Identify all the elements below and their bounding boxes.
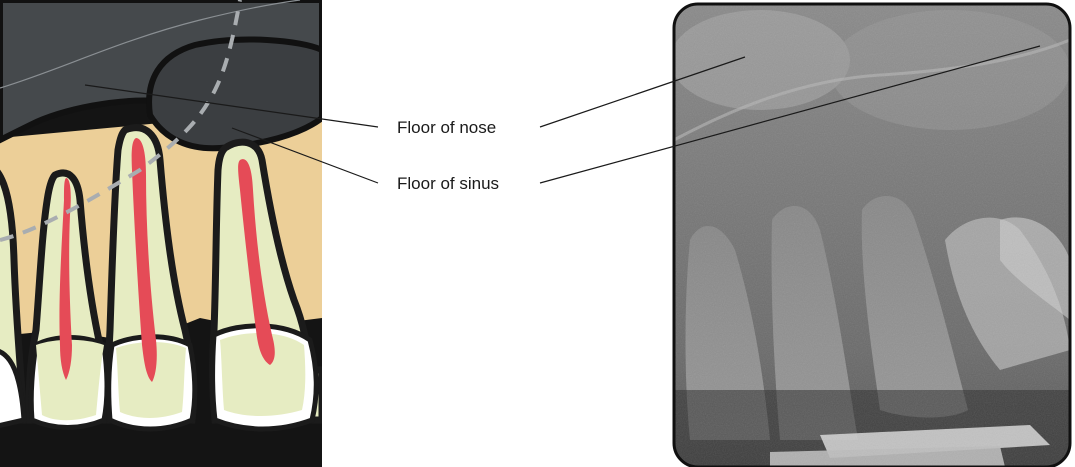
radiograph [670, 4, 1070, 467]
label-floor-of-nose: Floor of nose [397, 118, 496, 137]
schematic-illustration [0, 0, 322, 467]
maxillary-sinus [149, 40, 322, 149]
label-floor-of-sinus: Floor of sinus [397, 174, 499, 193]
